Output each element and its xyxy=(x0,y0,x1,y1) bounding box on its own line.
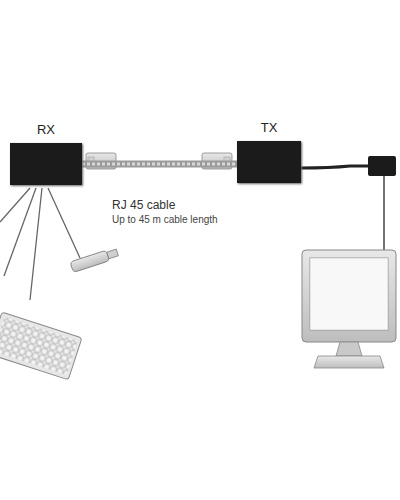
device-box: TX xyxy=(237,120,301,183)
cable-note: Up to 45 m cable length xyxy=(112,214,218,225)
device-housing xyxy=(10,143,82,185)
monitor xyxy=(302,250,396,368)
peripheral-wires xyxy=(0,188,80,300)
keyboard xyxy=(0,312,82,380)
device-label: TX xyxy=(237,120,301,136)
device-housing xyxy=(237,141,301,183)
video-cable xyxy=(301,156,396,250)
device-label: RX xyxy=(10,122,82,138)
cable-label: RJ 45 cable xyxy=(112,198,175,212)
device-box: RX xyxy=(10,122,82,185)
rj45-cable xyxy=(82,164,237,165)
usb-stick xyxy=(70,247,119,272)
